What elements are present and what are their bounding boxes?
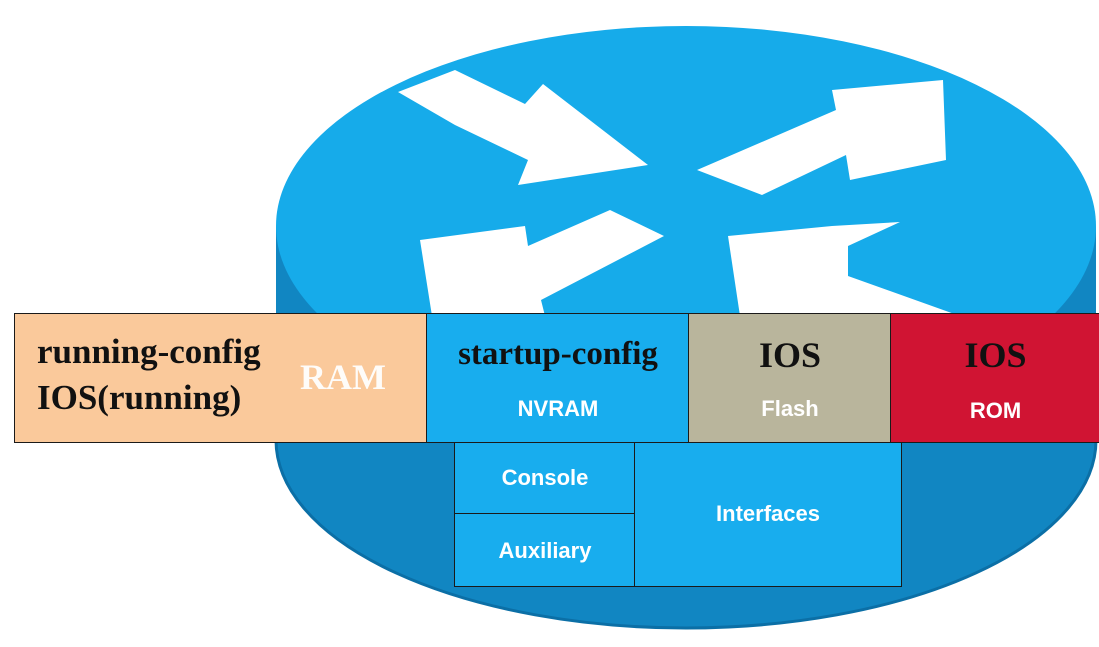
startup-config-label: startup-config bbox=[458, 336, 658, 372]
arrow-out-right-icon bbox=[697, 80, 946, 195]
interfaces-label: Interfaces bbox=[716, 501, 820, 526]
ram-label: RAM bbox=[300, 357, 386, 397]
arrow-in-right-icon bbox=[728, 222, 960, 316]
running-config-label: running-config bbox=[37, 332, 261, 371]
interfaces-box: Interfaces bbox=[634, 442, 902, 587]
nvram-label: NVRAM bbox=[517, 396, 599, 421]
arrow-in-left-icon bbox=[398, 70, 648, 185]
arrow-out-left-icon bbox=[420, 210, 664, 316]
console-label: Console bbox=[501, 465, 589, 490]
ios-running-label: IOS(running) bbox=[37, 378, 242, 417]
flash-label: Flash bbox=[761, 396, 819, 421]
rom-ios-label: IOS bbox=[964, 335, 1027, 375]
rom-box: IOS ROM bbox=[890, 313, 1099, 443]
auxiliary-label: Auxiliary bbox=[498, 538, 592, 563]
rom-label: ROM bbox=[969, 398, 1022, 423]
flash-box: IOS Flash bbox=[688, 313, 892, 443]
ram-box: running-config IOS(running) RAM bbox=[14, 313, 428, 443]
flash-ios-label: IOS bbox=[758, 335, 822, 375]
auxiliary-port-box: Auxiliary bbox=[454, 513, 636, 587]
nvram-box: startup-config NVRAM bbox=[426, 313, 690, 443]
console-port-box: Console bbox=[454, 442, 636, 515]
